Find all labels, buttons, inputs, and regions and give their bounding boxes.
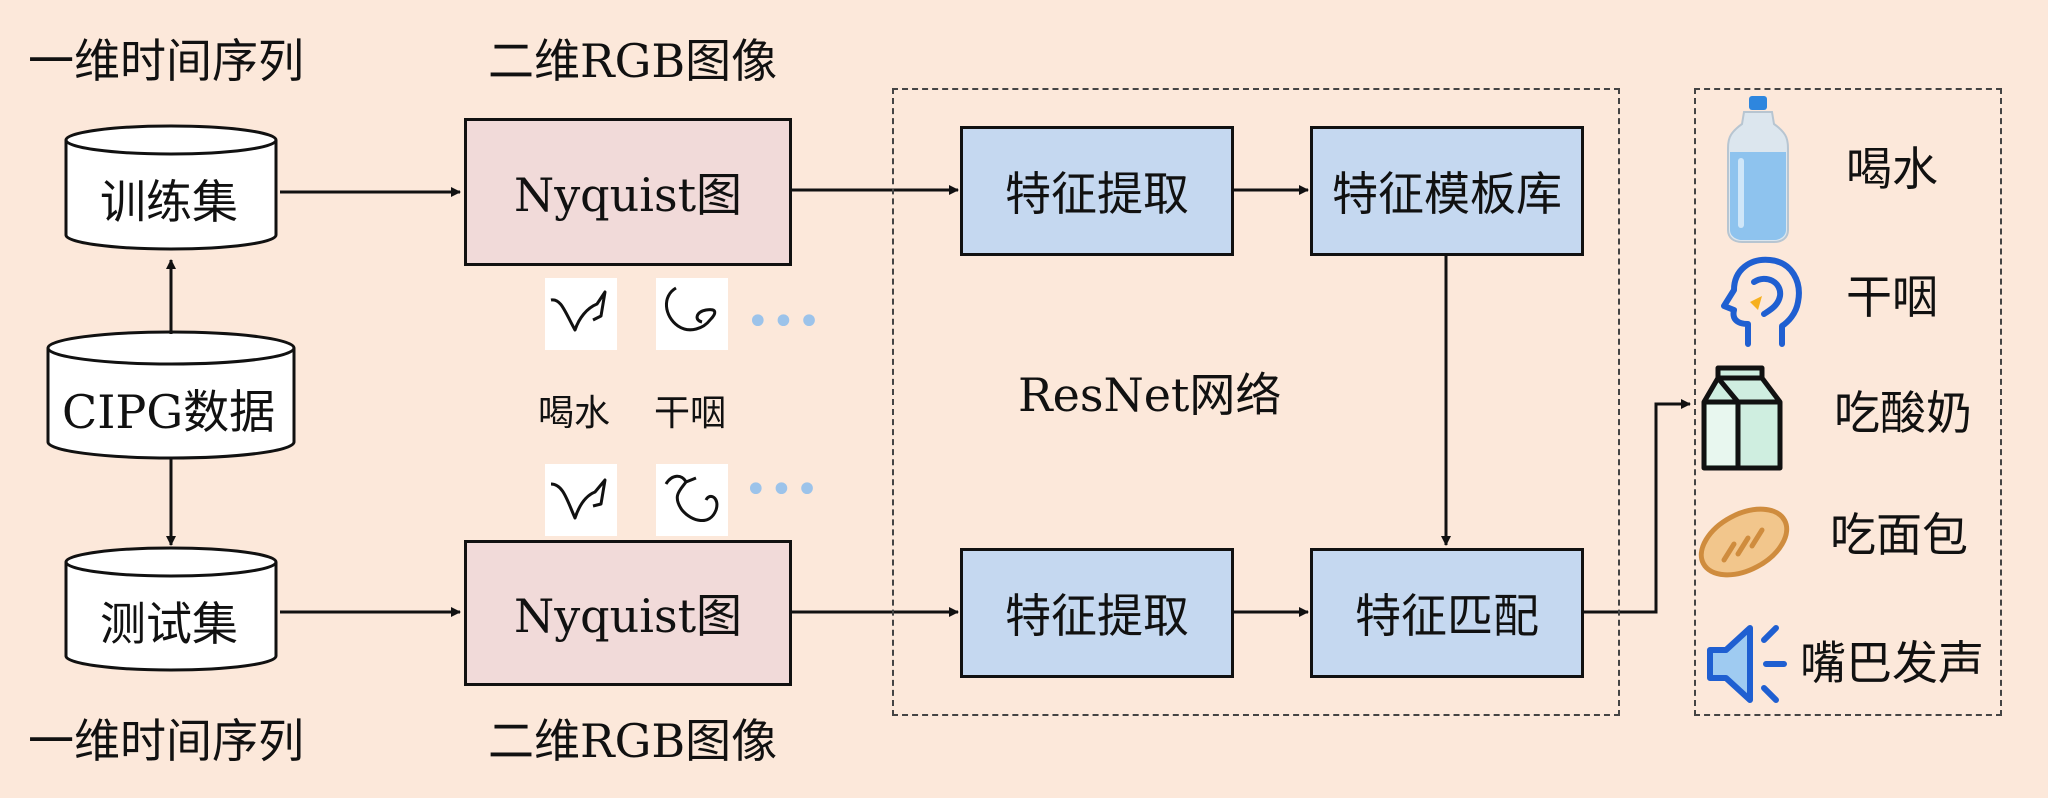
nyquist-thumb-swallow-test <box>656 464 728 536</box>
test-set-label: 测试集 <box>100 597 238 651</box>
nyquist-box-top: Nyquist图 <box>464 118 792 266</box>
top-sequence-caption: 一维时间序列 <box>28 34 304 88</box>
resnet-region <box>892 88 1620 716</box>
train-set-label: 训练集 <box>100 175 238 229</box>
test-set-cylinder <box>64 546 278 672</box>
train-set-cylinder <box>64 124 278 251</box>
nyquist-thumb-drink-test <box>545 464 617 536</box>
action-label-vocalize: 嘴巴发声 <box>1800 636 1984 690</box>
action-label-yogurt: 吃酸奶 <box>1834 386 1972 440</box>
milk-carton-icon <box>1701 365 1783 471</box>
feature-extract-box-top: 特征提取 <box>960 126 1234 256</box>
cipg-data-label: CIPG数据 <box>62 385 276 439</box>
feature-extract-label-bottom: 特征提取 <box>1005 589 1189 643</box>
action-label-bread: 吃面包 <box>1830 508 1968 562</box>
sample-label-drink: 喝水 <box>538 393 611 434</box>
nyquist-thumb-drink-train <box>545 278 617 350</box>
more-samples-ellipsis-top: ••• <box>746 299 823 345</box>
feature-extract-label-top: 特征提取 <box>1005 167 1189 221</box>
top-rgb-caption: 二维RGB图像 <box>488 34 778 88</box>
feature-template-box: 特征模板库 <box>1310 126 1584 256</box>
resnet-label: ResNet网络 <box>1018 368 1282 422</box>
head-swallow-icon <box>1721 256 1802 347</box>
action-label-swallow: 干咽 <box>1846 270 1938 324</box>
nyquist-thumb-swallow-train <box>656 278 728 350</box>
feature-match-label: 特征匹配 <box>1355 589 1539 643</box>
nyquist-box-bottom: Nyquist图 <box>464 540 792 686</box>
cipg-data-cylinder <box>46 330 296 460</box>
water-bottle-icon <box>1727 96 1789 243</box>
bottom-sequence-caption: 一维时间序列 <box>28 714 304 768</box>
more-samples-ellipsis-bottom: ••• <box>744 467 821 513</box>
bottom-rgb-caption: 二维RGB图像 <box>488 714 778 768</box>
feature-match-box: 特征匹配 <box>1310 548 1584 678</box>
actions-panel <box>1694 88 2002 716</box>
nyquist-label-bottom: Nyquist图 <box>513 589 743 643</box>
bread-icon <box>1698 506 1790 578</box>
feature-extract-box-bottom: 特征提取 <box>960 548 1234 678</box>
feature-template-label: 特征模板库 <box>1332 167 1562 221</box>
sample-label-swallow: 干咽 <box>654 393 727 434</box>
speaker-icon <box>1707 625 1787 703</box>
nyquist-label-top: Nyquist图 <box>513 168 743 222</box>
action-label-drink: 喝水 <box>1846 142 1938 196</box>
